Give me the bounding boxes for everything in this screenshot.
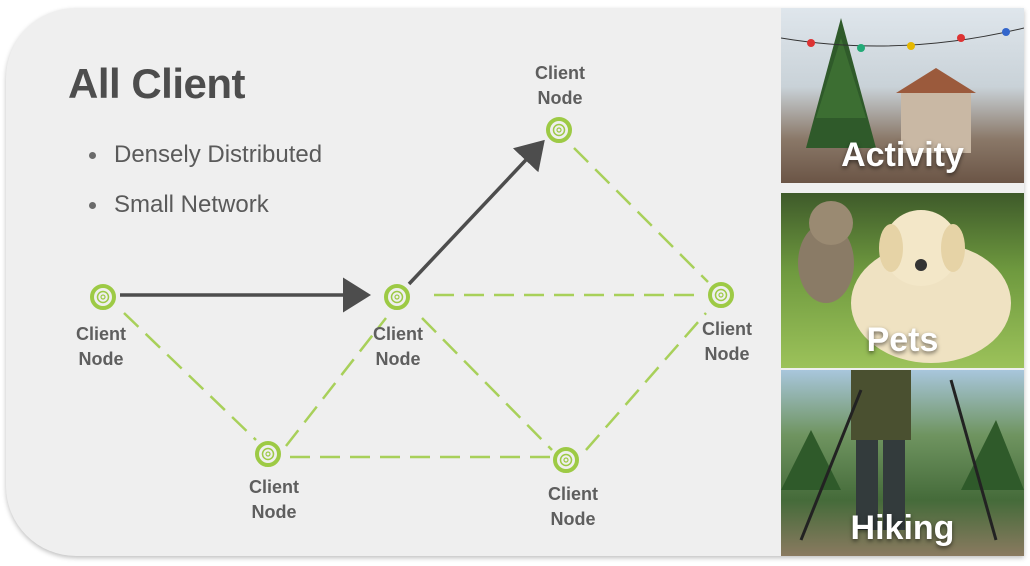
arrow-link — [407, 139, 545, 286]
client-node-icon — [553, 447, 579, 473]
node-label-line2: Node — [78, 349, 124, 369]
node-label-line1: Client — [75, 324, 126, 344]
hiking-panel: Hiking — [781, 370, 1024, 556]
client-node-icon — [384, 284, 410, 310]
pets-image — [798, 201, 1011, 363]
node-label: Client Node — [353, 322, 443, 372]
node-label-line2: Node — [550, 509, 596, 529]
bullet-item: Densely Distributed — [84, 138, 322, 188]
node-label-line2: Node — [251, 502, 297, 522]
node-label-line2: Node — [537, 88, 583, 108]
node-label-line1: Client — [701, 319, 752, 339]
node-label-line1: Client — [547, 484, 598, 504]
client-node-icon — [90, 284, 116, 310]
panel-caption: Activity — [841, 136, 964, 174]
panel-caption: Hiking — [850, 509, 955, 547]
client-node-icon — [255, 441, 281, 467]
client-node-icon — [708, 282, 734, 308]
node-label: Client Node — [682, 317, 772, 367]
node-label-line2: Node — [375, 349, 421, 369]
pets-panel: Pets — [781, 193, 1024, 368]
panel-caption: Pets — [866, 321, 939, 359]
dashed-link — [421, 317, 553, 451]
dashed-link — [573, 147, 709, 283]
node-label-line1: Client — [248, 477, 299, 497]
hiker-image — [781, 370, 1024, 541]
network-diagram — [90, 117, 734, 473]
node-label: Client Node — [229, 475, 319, 525]
client-node-icon — [546, 117, 572, 143]
page-title: All Client — [68, 60, 246, 107]
bullet-item: Small Network — [84, 188, 322, 238]
slide: All Client Densely Distributed Small Net… — [6, 8, 1024, 556]
node-label: Client Node — [528, 482, 618, 532]
node-label-line1: Client — [372, 324, 423, 344]
node-label: Client Node — [56, 322, 146, 372]
node-label: Client Node — [515, 61, 605, 111]
node-label-line1: Client — [534, 63, 585, 83]
dashed-link — [285, 317, 387, 447]
activity-panel: Activity — [781, 8, 1024, 183]
node-label-line2: Node — [704, 344, 750, 364]
christmas-tree-image — [781, 18, 1024, 153]
bullet-list: Densely Distributed Small Network — [84, 138, 322, 238]
dashed-link — [123, 312, 257, 441]
dashed-link — [585, 312, 707, 451]
